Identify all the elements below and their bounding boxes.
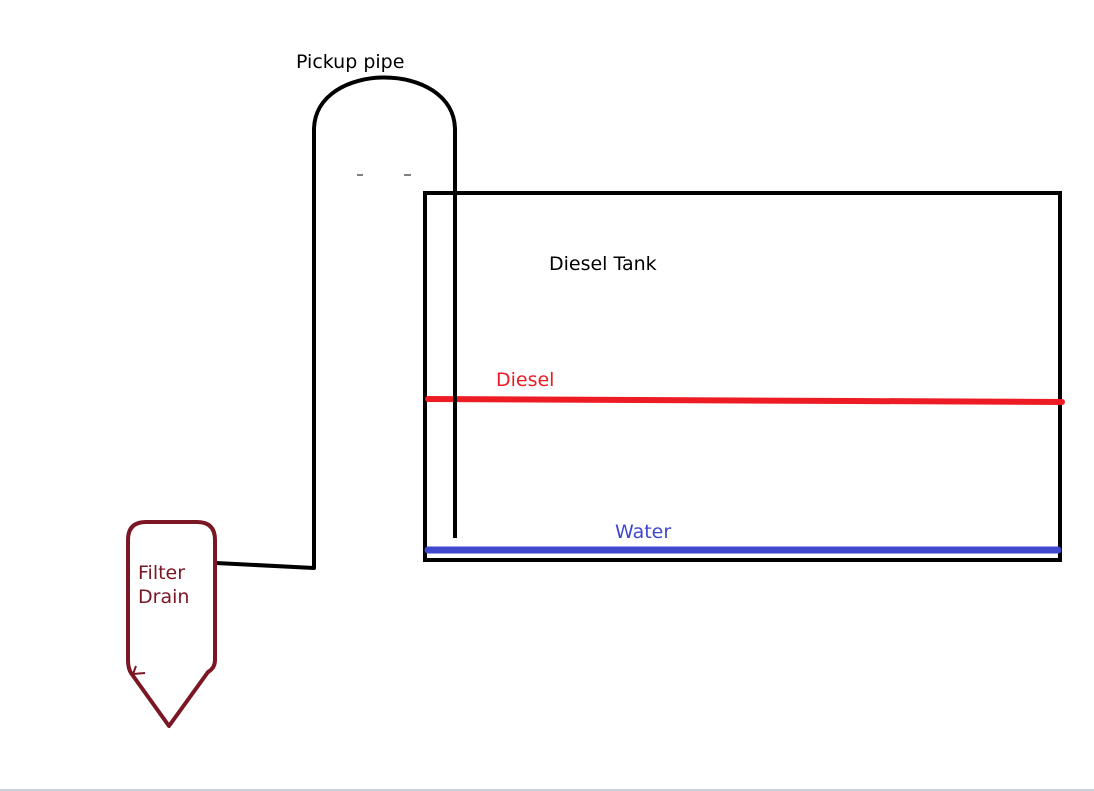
window-bottom-border [0,789,1094,791]
pickup-pipe-label: Pickup pipe [296,51,405,73]
diesel-level-line [425,396,1065,405]
diesel-label: Diesel [496,369,555,391]
pickup-pipe [215,75,457,570]
diesel-tank-outline [423,191,1062,562]
diesel-tank-label: Diesel Tank [549,253,657,275]
filter-drain-label: Filter Drain [138,562,190,608]
filter-drain-body [126,520,217,728]
filter-drain-notch [131,665,146,676]
water-label: Water [615,521,672,543]
